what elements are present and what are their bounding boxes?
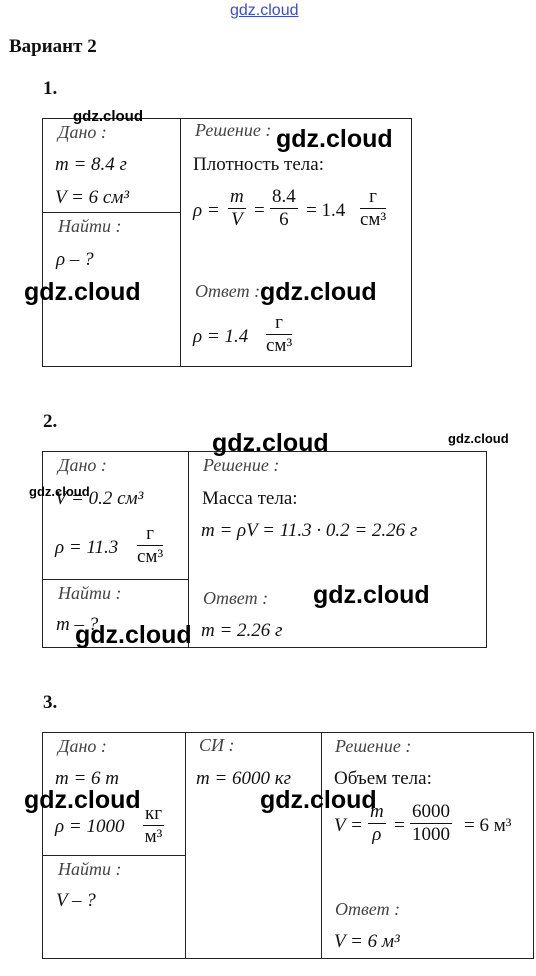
problem-1-find: ρ – ? bbox=[56, 249, 94, 270]
problem-1-divider bbox=[180, 118, 181, 366]
problem-1-answer-label: Ответ : bbox=[195, 281, 261, 301]
fraction-numerator: m bbox=[228, 186, 246, 209]
problem-2-solution-text: Масса тела: bbox=[202, 488, 298, 509]
problem-3-divider-si bbox=[185, 732, 186, 958]
watermark: gdz.cloud bbox=[73, 108, 143, 125]
problem-2-table bbox=[42, 451, 487, 648]
problem-3-number: 3. bbox=[43, 692, 58, 713]
fraction-denominator: 1000 bbox=[412, 824, 450, 845]
problem-3-given-divider bbox=[42, 855, 185, 856]
problem-3-given-m: m = 6 т bbox=[55, 768, 120, 789]
problem-1-formula-result: = 1.4 bbox=[306, 200, 346, 221]
problem-2-find-label: Найти : bbox=[58, 583, 122, 603]
problem-2-find: m – ? bbox=[56, 614, 99, 635]
problem-3-given-label: Дано : bbox=[58, 736, 107, 756]
variant-title: Вариант 2 bbox=[9, 36, 97, 57]
problem-2-given-rho: ρ = 11.3 bbox=[55, 537, 119, 558]
problem-1-given-label: Дано : bbox=[58, 122, 107, 142]
problem-3-answer: V = 6 м³ bbox=[334, 931, 400, 952]
fraction-numerator: кг bbox=[143, 803, 165, 826]
problem-3-solution-label: Решение : bbox=[335, 736, 412, 756]
problem-3-given-rho: ρ = 1000 bbox=[55, 816, 125, 837]
watermark: gdz.cloud bbox=[24, 786, 141, 814]
problem-2-divider bbox=[188, 451, 189, 647]
watermark-top: gdz.cloud bbox=[230, 2, 299, 19]
problem-1-answer-lhs: ρ = 1.4 bbox=[193, 326, 249, 347]
fraction-numerator: 6000 bbox=[410, 801, 452, 824]
problem-3-find: V – ? bbox=[56, 890, 96, 911]
problem-1-formula-lhs: ρ = bbox=[193, 200, 220, 221]
watermark: gdz.cloud bbox=[313, 581, 430, 609]
watermark: gdz.cloud bbox=[212, 429, 329, 457]
problem-3-si-value: m = 6000 кг bbox=[196, 768, 292, 789]
watermark: gdz.cloud bbox=[29, 484, 90, 499]
fraction-denominator: V bbox=[231, 209, 243, 230]
problem-3-si-label: СИ : bbox=[199, 735, 235, 755]
fraction-numerator: 8.4 bbox=[270, 186, 298, 209]
problem-2-answer-label: Ответ : bbox=[203, 588, 269, 608]
problem-1-formula-eq: = bbox=[254, 200, 265, 221]
problem-3-formula-eq: = bbox=[394, 815, 405, 836]
problem-1-given-divider bbox=[42, 212, 180, 213]
problem-1-solution-label: Решение : bbox=[195, 120, 272, 140]
problem-3-table bbox=[42, 732, 534, 959]
problem-1-given-v: V = 6 см³ bbox=[55, 187, 130, 208]
problem-3-find-label: Найти : bbox=[58, 859, 122, 879]
problem-3-divider-solution bbox=[321, 732, 322, 958]
problem-2-given-label: Дано : bbox=[58, 455, 107, 475]
problem-1-number: 1. bbox=[43, 78, 58, 99]
fraction-numerator: г bbox=[266, 312, 293, 335]
watermark: gdz.cloud bbox=[75, 621, 192, 649]
problem-2-number: 2. bbox=[43, 411, 58, 432]
fraction-numerator: г bbox=[360, 186, 387, 209]
watermark: gdz.cloud bbox=[24, 278, 141, 306]
problem-1-solution-text: Плотность тела: bbox=[193, 154, 324, 175]
problem-3-formula-result: = 6 м³ bbox=[464, 815, 512, 836]
fraction-denominator: см³ bbox=[360, 209, 387, 230]
problem-1-table bbox=[42, 118, 412, 367]
fraction-denominator: м³ bbox=[144, 826, 163, 847]
problem-3-solution-text: Объем тела: bbox=[334, 768, 432, 789]
watermark: gdz.cloud bbox=[260, 786, 377, 814]
fraction-denominator: ρ bbox=[372, 824, 382, 845]
watermark: gdz.cloud bbox=[276, 125, 393, 153]
problem-3-formula-lhs: V = bbox=[334, 815, 363, 836]
problem-2-formula: m = ρV = 11.3 · 0.2 = 2.26 г bbox=[201, 520, 418, 541]
fraction-numerator: m bbox=[368, 801, 386, 824]
problem-1-given-m: m = 8.4 г bbox=[55, 154, 127, 175]
problem-2-given-v: V = 0.2 см³ bbox=[55, 488, 144, 509]
fraction-numerator: г bbox=[137, 523, 164, 546]
problem-2-given-divider bbox=[42, 579, 188, 580]
problem-2-solution-label: Решение : bbox=[203, 455, 280, 475]
fraction-denominator: см³ bbox=[137, 546, 164, 567]
fraction-denominator: см³ bbox=[266, 335, 293, 356]
watermark: gdz.cloud bbox=[260, 278, 377, 306]
problem-3-answer-label: Ответ : bbox=[335, 899, 401, 919]
fraction-denominator: 6 bbox=[279, 209, 289, 230]
watermark: gdz.cloud bbox=[448, 431, 509, 446]
problem-2-answer: m = 2.26 г bbox=[201, 620, 283, 641]
problem-1-find-label: Найти : bbox=[58, 216, 122, 236]
